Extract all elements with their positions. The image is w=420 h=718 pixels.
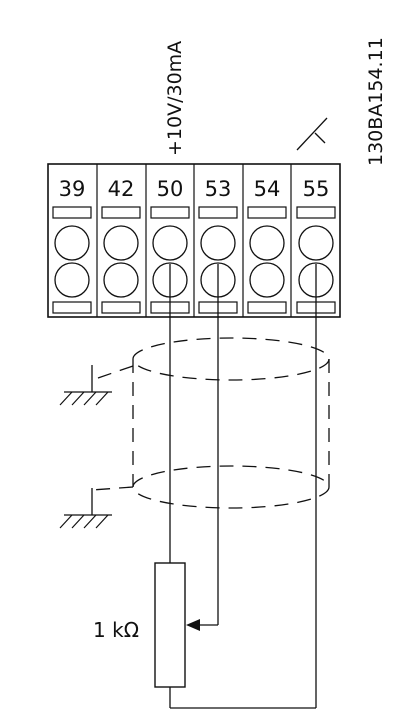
shield-top-ellipse: [132, 337, 330, 381]
wires: [169, 264, 317, 709]
terminal-tab-top: [52, 206, 92, 219]
terminal-screw-bottom: [54, 262, 90, 298]
terminal-screw-top: [152, 225, 188, 261]
terminal-number: 55: [303, 177, 330, 201]
terminal-screw-top: [249, 225, 285, 261]
terminal-number: 54: [254, 177, 281, 201]
ground-symbol-bottom: [59, 488, 112, 529]
terminal-tab-top: [150, 206, 190, 219]
terminal: 39: [52, 164, 98, 317]
resistor-label: 1 kΩ: [93, 618, 139, 642]
switch-symbol: [296, 117, 328, 151]
terminal-tab-top: [247, 206, 287, 219]
terminal-screw-top: [298, 225, 334, 261]
ground-symbol-top: [59, 365, 112, 406]
terminal-tab-top: [101, 206, 141, 219]
supply-label: +10V/30mA: [164, 41, 186, 156]
terminal-tab-top: [296, 206, 336, 219]
terminal-screw-bottom: [103, 262, 139, 298]
terminal: 42: [101, 164, 147, 317]
terminal-number: 53: [205, 177, 232, 201]
wiper-arrow-icon: [186, 619, 200, 631]
terminal-screw-bottom: [249, 262, 285, 298]
shield-ground-link-top: [91, 365, 134, 381]
terminal: 53: [198, 164, 244, 317]
terminal-screw-top: [54, 225, 90, 261]
shield-ground-link-bottom: [91, 486, 134, 491]
terminal-number: 50: [157, 177, 184, 201]
terminal: 50: [150, 164, 195, 317]
resistor-body: [154, 562, 186, 688]
terminal-tab-top: [198, 206, 238, 219]
terminal-screw-top: [200, 225, 236, 261]
potentiometer: 1 kΩ: [93, 562, 200, 688]
terminal-block: 39 42 50 53: [47, 163, 341, 318]
cable-shield: [91, 337, 330, 509]
terminal: 54: [247, 164, 292, 317]
terminal-number: 42: [108, 177, 135, 201]
terminal-tab-bottom: [101, 301, 141, 314]
terminal-screw-top: [103, 225, 139, 261]
terminal-tab-bottom: [52, 301, 92, 314]
terminal-tab-bottom: [247, 301, 287, 314]
terminal-number: 39: [59, 177, 86, 201]
terminal: 55: [296, 177, 336, 314]
figure-code: 130BA154.11: [365, 37, 387, 166]
shield-bottom-ellipse: [132, 465, 330, 509]
